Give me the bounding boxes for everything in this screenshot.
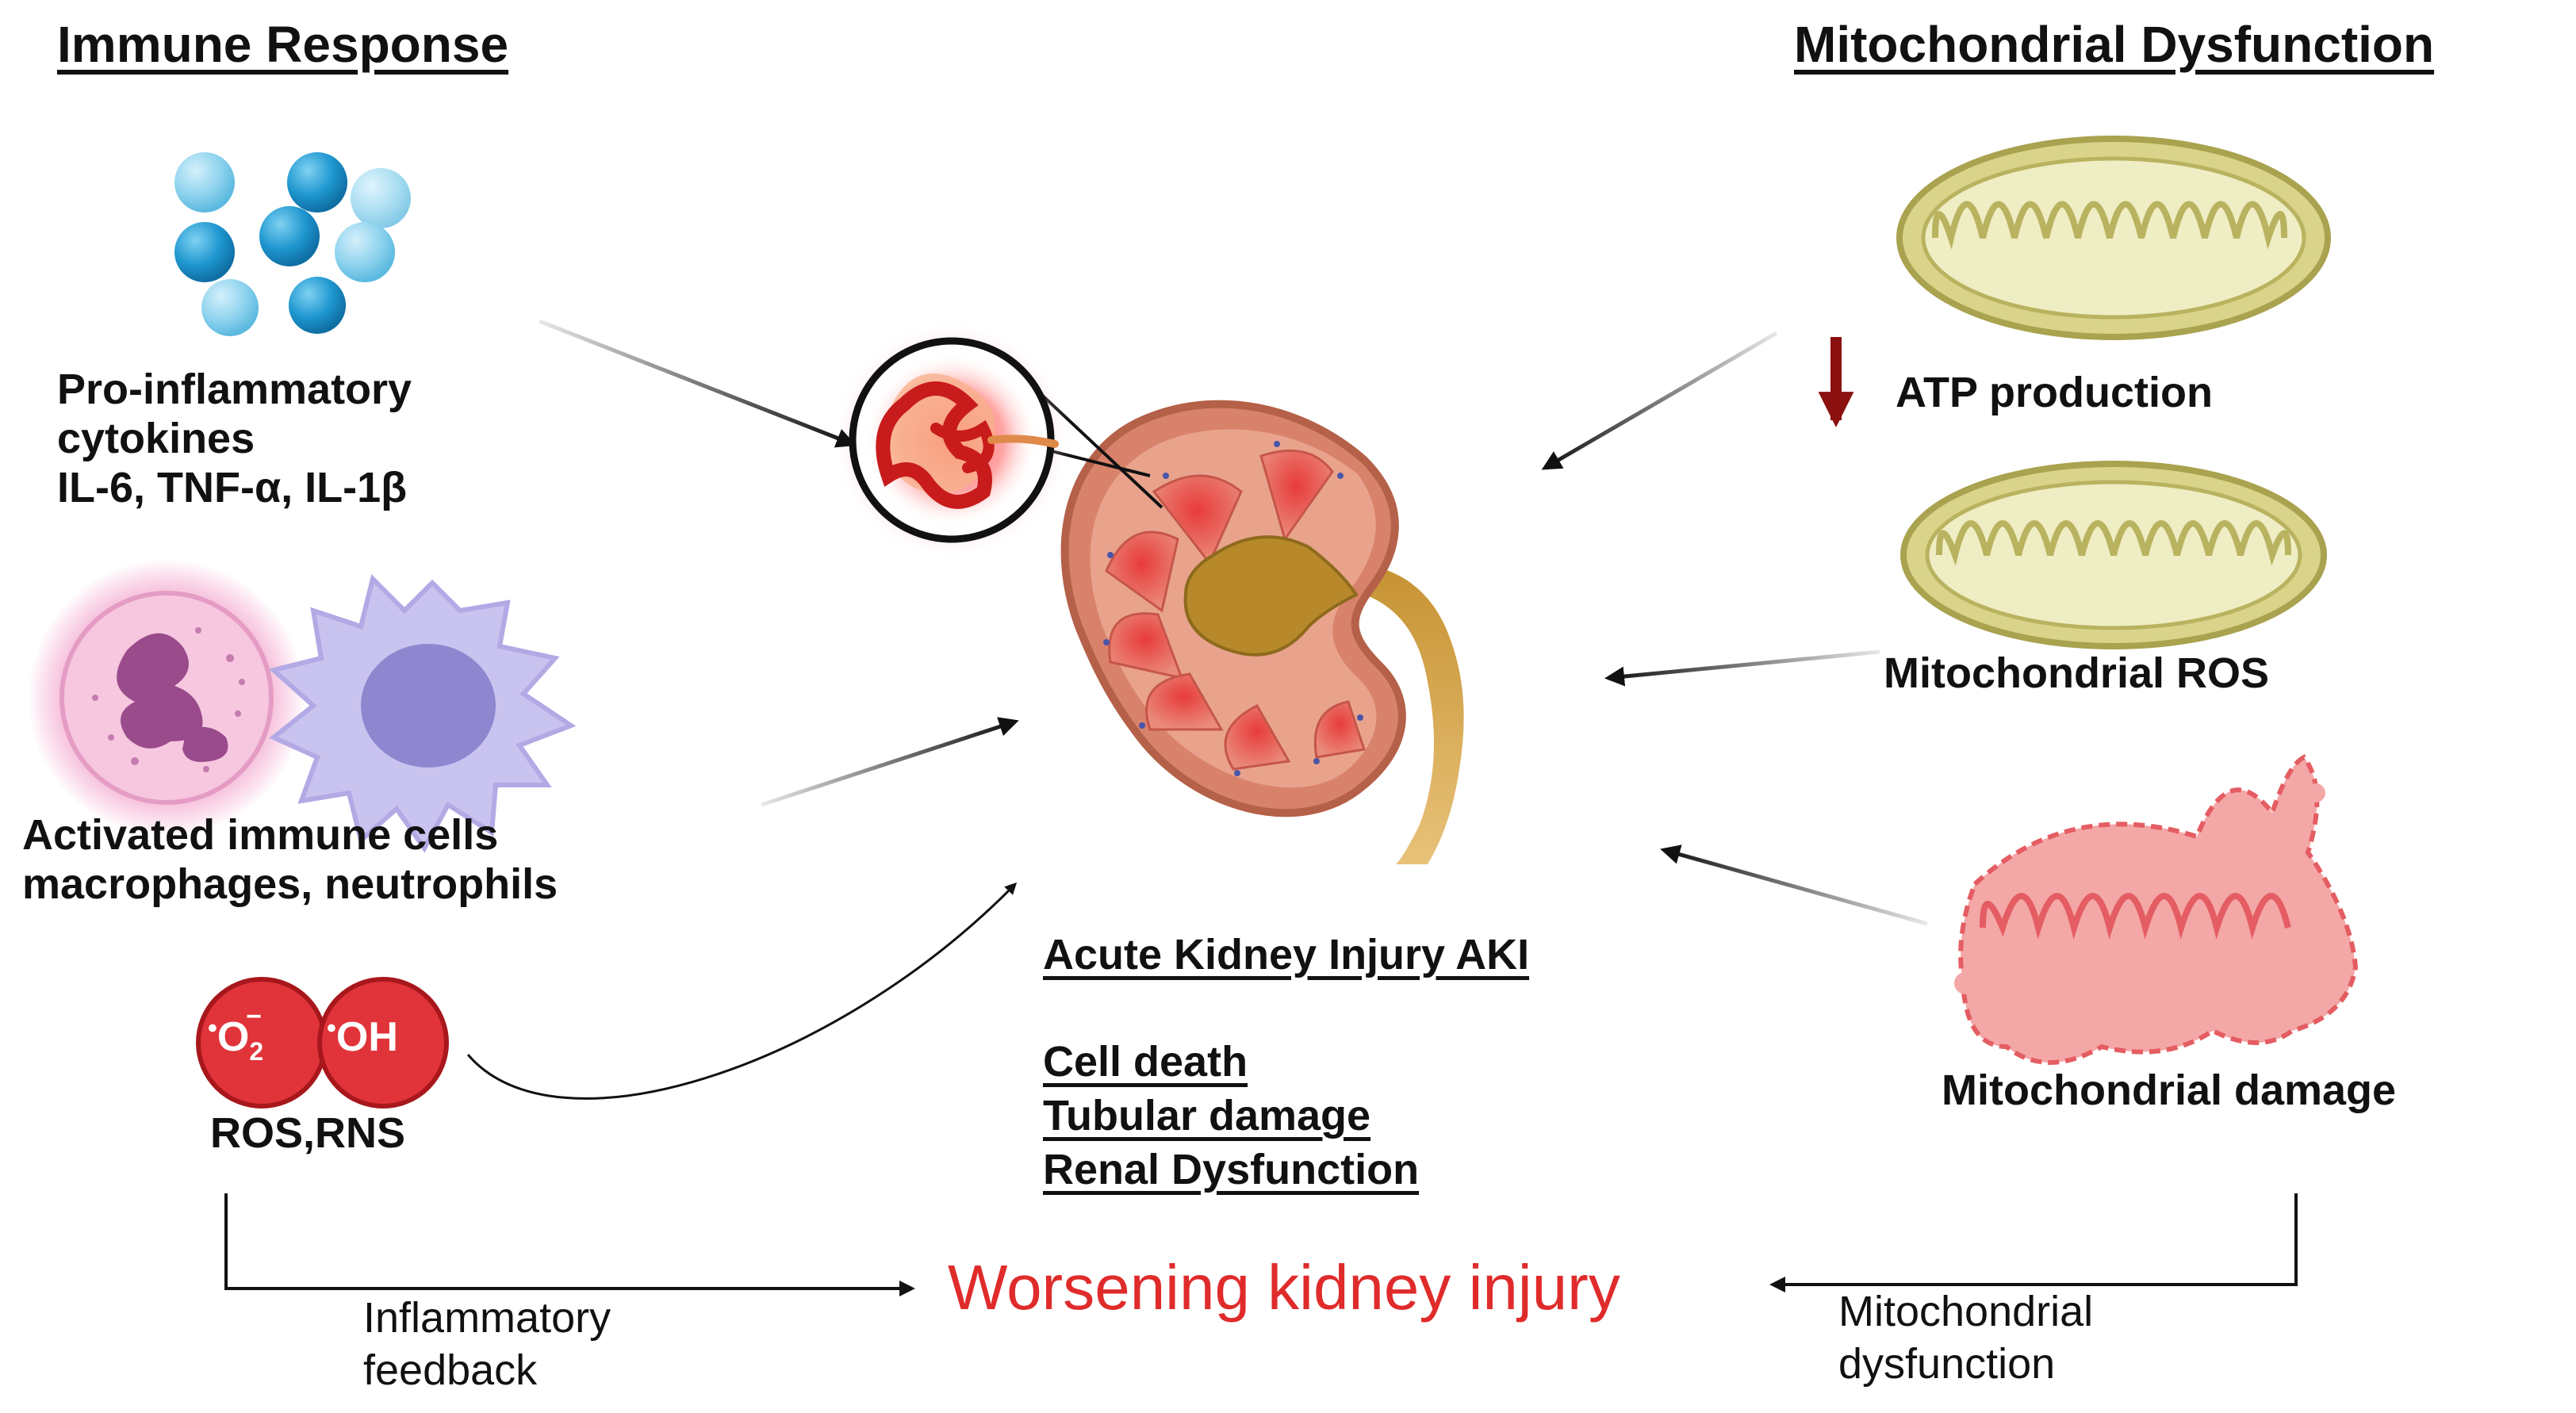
arrow-immune-to-kidney [761,717,1019,807]
aki-effect-tubular-damage: Tubular damage [1043,1092,1371,1140]
mitochondrial-dysfunction-heading: Mitochondrial Dysfunction [1794,16,2435,73]
aki-effect-renal-dysfunction: Renal Dysfunction [1043,1146,1420,1194]
superoxide-subscript: 2 [249,1037,264,1066]
glomerulus-inset-icon [833,321,1163,559]
aki-effects-list: Cell death Tubular damage Renal Dysfunct… [1043,1037,1419,1199]
arrow-ros-to-kidney [466,882,1018,1100]
superoxide-dot: • [208,1013,217,1043]
arrow-atp-to-kidney [1541,331,1778,470]
ros-rns-label: ROS,RNS [210,1109,406,1157]
cytokines-icon [174,152,411,336]
immune-cells-label: Activated immune cells macrophages, neut… [22,810,558,909]
aki-effect-cell-death: Cell death [1043,1038,1248,1086]
mitochondrial-ros-label: Mitochondrial ROS [1884,649,2269,697]
mitochondrial-dysfunction-feedback-label: Mitochondrial dysfunction [1838,1286,2093,1391]
right-feedback-arrow [1769,1193,2298,1292]
superoxide-symbol: O [217,1014,250,1060]
worsening-kidney-injury-label: Worsening kidney injury [948,1252,1620,1323]
ros-icon [196,977,449,1109]
atp-production-label: ATP production [1896,369,2213,416]
inflammatory-feedback-line1: Inflammatory [363,1294,611,1342]
immune-cells-line2: macrophages, neutrophils [22,860,558,909]
mito-feedback-line2: dysfunction [1838,1339,2056,1388]
immune-cells-line1: Activated immune cells [22,811,499,859]
hydroxyl-label: •OH [327,1013,398,1061]
immune-response-heading: Immune Response [57,16,509,73]
inflammatory-feedback-label: Inflammatory feedback [363,1292,611,1397]
superoxide-label: •O2 − [208,1001,279,1066]
arrow-mitodamage-to-kidney [1660,844,1928,926]
hydroxyl-dot: • [327,1013,336,1043]
superoxide-charge: − [246,1001,263,1032]
immune-cells-icon [28,559,577,853]
arrow-cytokines-to-glomerulus [539,319,857,448]
mitochondrial-damage-label: Mitochondrial damage [1942,1066,2397,1114]
hydroxyl-symbol: OH [335,1014,398,1060]
kidney-icon [1060,400,1464,864]
mitochondria-ros-icon [1900,461,2327,649]
cytokines-label: Pro-inflammatory cytokines IL-6, TNF-α, … [57,365,412,512]
mitochondria-healthy-icon [1896,136,2331,340]
aki-title: Acute Kidney Injury AKI [1043,931,1530,978]
mito-feedback-line1: Mitochondrial [1838,1288,2094,1335]
mitochondria-damaged-icon [1954,754,2359,1065]
arrow-mitoros-to-kidney [1604,649,1880,687]
cytokines-line2: cytokines [57,415,255,463]
cytokines-line1: Pro-inflammatory [57,366,412,413]
arrows [224,319,2298,1296]
cytokines-line3: IL-6, TNF-α, IL-1β [57,464,408,512]
left-feedback-arrow [224,1193,915,1296]
inflammatory-feedback-line2: feedback [363,1346,538,1394]
